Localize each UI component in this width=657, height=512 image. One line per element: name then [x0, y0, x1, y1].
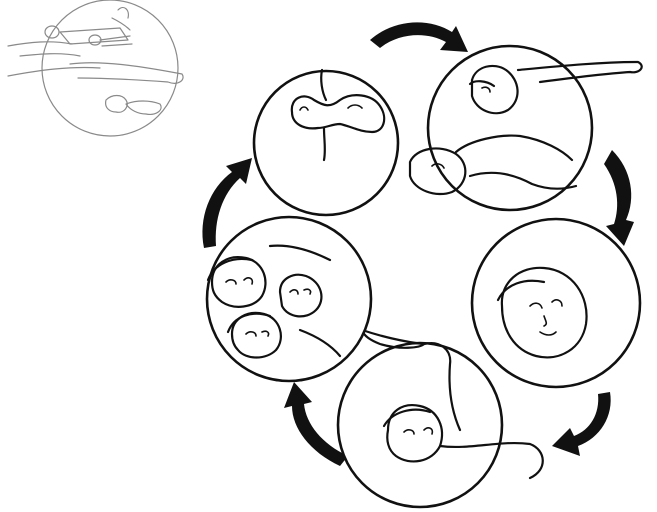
- panel-men-talking: [410, 46, 642, 210]
- panel-boy-face: [472, 219, 640, 387]
- curved-arrow-icon: [552, 392, 611, 456]
- thumbnail-scene: [8, 0, 183, 136]
- panel-three-faces: [207, 217, 371, 381]
- panel-baby: [254, 70, 398, 215]
- curved-arrow-icon: [604, 150, 634, 246]
- curved-arrow-icon: [370, 22, 468, 52]
